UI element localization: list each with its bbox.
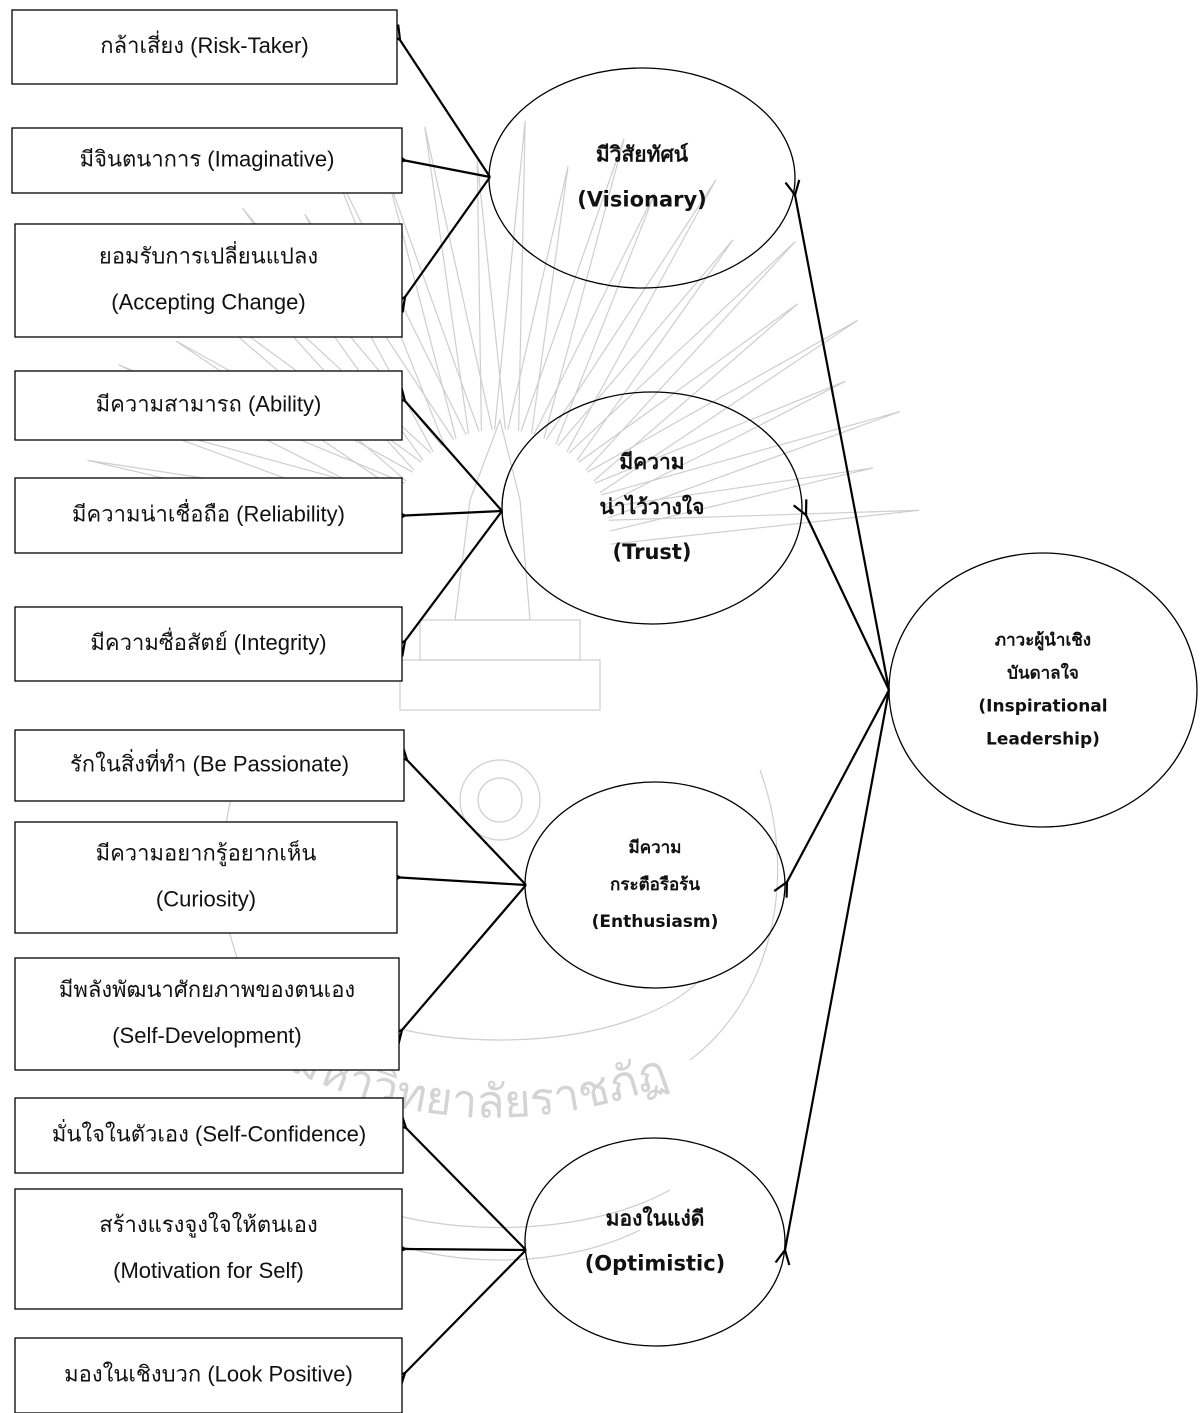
- enthusiasm-attribute-arrow: [402, 884, 527, 1030]
- trust-attribute-label: มีความสามารถ (Ability): [96, 391, 322, 416]
- visionary-attribute-label: มีจินตนาการ (Imaginative): [80, 146, 335, 171]
- visionary-attribute-arrow: [400, 40, 491, 178]
- optimistic-attribute-label-line: มองในเชิงบวก (Look Positive): [64, 1361, 353, 1386]
- trust-attribute-box: [14, 606, 403, 682]
- enthusiasm-attribute-label-line: มีความอยากรู้อยากเห็น: [96, 838, 317, 866]
- inspirational-leadership-ellipse: [888, 552, 1198, 828]
- enthusiasm-attribute-arrow: [407, 760, 527, 886]
- trust-attribute-label: มีความซื่อสัตย์ (Integrity): [90, 627, 326, 655]
- enthusiasm-attribute-box: [14, 729, 405, 802]
- optimistic-ellipse: [524, 1137, 786, 1347]
- optimistic-attribute-label: มองในเชิงบวก (Look Positive): [64, 1361, 353, 1386]
- factor-ellipses: มีวิสัยทัศน์(Visionary)มีความน่าไว้วางใจ…: [488, 67, 1198, 1347]
- trust-attribute-label-line: มีความน่าเชื่อถือ (Reliability): [72, 498, 345, 526]
- optimistic-label-line: มองในแง่ดี: [606, 1206, 705, 1231]
- inspirational-leadership-label-line: บันดาลใจ: [1007, 663, 1079, 684]
- inspirational-leadership-label-line: (Inspirational: [978, 697, 1107, 717]
- trust-attribute-arrow: [405, 510, 503, 641]
- leadership-to-trust-arrow: [806, 515, 890, 691]
- enthusiasm-label-line: กระตือรือร้น: [610, 874, 700, 895]
- visionary-attribute-arrow: [405, 161, 491, 179]
- trust-attribute-arrow: [405, 511, 503, 516]
- trust-attribute-label: มีความน่าเชื่อถือ (Reliability): [72, 498, 345, 526]
- enthusiasm-ellipse: [524, 781, 786, 989]
- visionary-attribute-label: ยอมรับการเปลี่ยนแปลง (Accepting Change): [99, 240, 318, 314]
- visionary-attribute-box: [11, 9, 398, 85]
- optimistic-attribute-arrow: [406, 1128, 527, 1251]
- visionary-attribute-box: [14, 223, 403, 338]
- attribute-boxes: กล้าเสี่ยง (Risk-Taker) มีจินตนาการ (Imag…: [11, 9, 405, 1413]
- visionary-attribute-label: กล้าเสี่ยง (Risk-Taker): [100, 30, 308, 58]
- optimistic-attribute-box: [14, 1188, 403, 1310]
- trust-label-line: น่าไว้วางใจ: [600, 494, 705, 519]
- leadership-to-visionary-arrow: [795, 195, 891, 691]
- inspirational-leadership-label-line: ภาวะผู้นำเชิง: [995, 631, 1091, 652]
- trust-attribute-label-line: มีความซื่อสัตย์ (Integrity): [90, 627, 326, 655]
- visionary-attribute-label-line: มีจินตนาการ (Imaginative): [80, 146, 335, 171]
- optimistic-attribute-label-line: (Motivation for Self): [113, 1258, 304, 1283]
- enthusiasm-label-line: มีความ: [629, 837, 682, 858]
- leadership-to-enthusiasm-arrow: [787, 689, 890, 882]
- trust-label-line: มีความ: [619, 450, 684, 474]
- enthusiasm-label-line: (Enthusiasm): [592, 912, 719, 932]
- enthusiasm-attribute-label-line: รักในสิ่งที่ทำ (Be Passionate): [70, 748, 349, 776]
- optimistic-attribute-label-line: สร้างแรงจูงใจให้ตนเอง: [99, 1212, 317, 1238]
- visionary-attribute-box: [11, 127, 403, 194]
- visionary-label: มีวิสัยทัศน์ (Visionary): [577, 143, 707, 212]
- visionary-ellipse: [488, 67, 796, 289]
- visionary-attribute-label-line: (Accepting Change): [111, 289, 305, 314]
- trust-attribute-arrow: [405, 401, 503, 512]
- inspirational-leadership-label-line: Leadership): [986, 730, 1100, 750]
- enthusiasm-attribute-label: มีพลังพัฒนาศักยภาพของตนเอง (Self-Developm…: [59, 977, 355, 1048]
- visionary-attribute-label-line: ยอมรับการเปลี่ยนแปลง: [99, 240, 318, 268]
- visionary-attribute-arrow: [405, 176, 491, 297]
- enthusiasm-attribute-label-line: (Self-Development): [112, 1023, 302, 1048]
- visionary-label-line: (Visionary): [577, 188, 707, 212]
- enthusiasm-label: มีความกระตือรือร้น (Enthusiasm): [592, 837, 719, 932]
- visionary-label-line: มีวิสัยทัศน์: [596, 143, 689, 167]
- trust-ellipse: [501, 391, 803, 625]
- leadership-to-optimistic-arrow: [785, 689, 891, 1250]
- enthusiasm-attribute-label: รักในสิ่งที่ทำ (Be Passionate): [70, 748, 349, 776]
- enthusiasm-attribute-arrow: [400, 878, 527, 887]
- trust-label: มีความน่าไว้วางใจ (Trust): [600, 450, 705, 564]
- optimistic-attribute-box: [14, 1337, 403, 1413]
- trust-label-line: (Trust): [612, 540, 691, 564]
- optimistic-attribute-label: มั่นใจในตัวเอง (Self-Confidence): [52, 1118, 366, 1146]
- enthusiasm-attribute-box: [14, 821, 398, 934]
- connector-arrows: [400, 40, 891, 1373]
- trust-attribute-label-line: มีความสามารถ (Ability): [96, 391, 322, 416]
- visionary-attribute-label-line: กล้าเสี่ยง (Risk-Taker): [100, 30, 308, 58]
- optimistic-label: มองในแง่ดี (Optimistic): [585, 1206, 726, 1276]
- optimistic-attribute-arrow: [405, 1249, 527, 1373]
- trust-attribute-box: [14, 370, 403, 441]
- optimistic-attribute-box: [14, 1097, 404, 1174]
- optimistic-attribute-label-line: มั่นใจในตัวเอง (Self-Confidence): [52, 1118, 366, 1146]
- optimistic-label-line: (Optimistic): [585, 1252, 726, 1276]
- enthusiasm-attribute-label-line: (Curiosity): [156, 886, 256, 911]
- trust-attribute-box: [14, 477, 403, 554]
- optimistic-attribute-arrow: [405, 1249, 527, 1250]
- enthusiasm-attribute-label-line: มีพลังพัฒนาศักยภาพของตนเอง: [59, 977, 355, 1002]
- enthusiasm-attribute-box: [14, 957, 400, 1071]
- enthusiasm-attribute-label: มีความอยากรู้อยากเห็น (Curiosity): [96, 838, 317, 911]
- optimistic-attribute-label: สร้างแรงจูงใจให้ตนเอง (Motivation for Sel…: [99, 1212, 317, 1283]
